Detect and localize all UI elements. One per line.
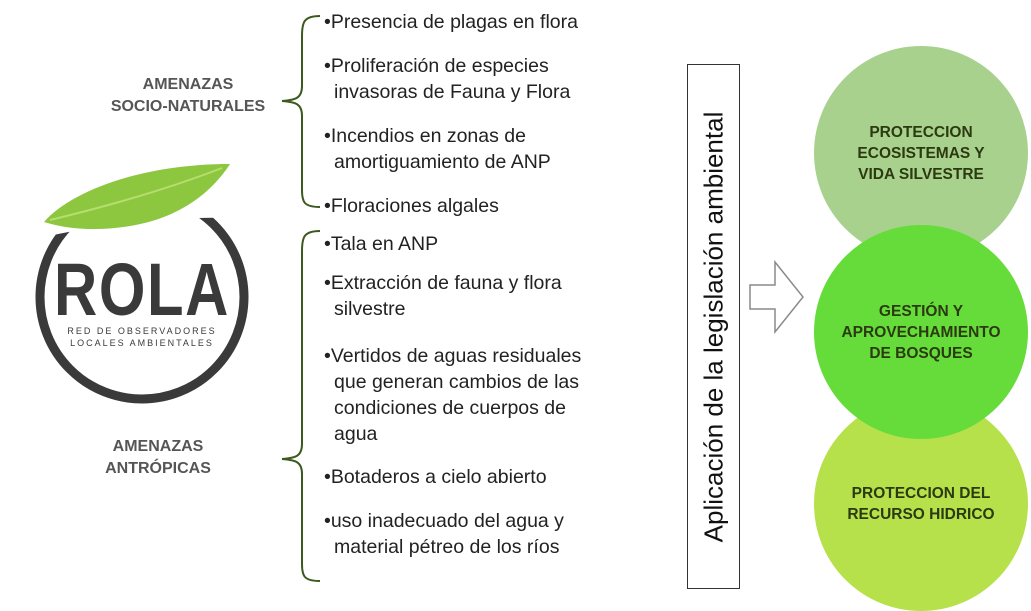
logo-name: ROLA <box>54 248 230 331</box>
category-line: AMENAZAS <box>142 76 234 93</box>
item-line: •Tala en ANP <box>324 233 439 255</box>
item-plagas: •Presencia de plagas en flora <box>324 9 578 35</box>
item-floraciones: •Floraciones algales <box>324 193 499 219</box>
item-line: que generan cambios de las <box>334 371 579 393</box>
item-line: •uso inadecuado del agua y <box>324 510 564 532</box>
outcome-line: RECURSO HIDRICO <box>847 506 995 523</box>
item-line: •Floraciones algales <box>324 195 499 217</box>
outcome-circle-ecosistemas: PROTECCION ECOSISTEMAS Y VIDA SILVESTRE <box>814 46 1028 260</box>
item-vertidos: •Vertidos de aguas residuales que genera… <box>324 343 581 447</box>
item-tala: •Tala en ANP <box>324 231 438 257</box>
logo-graphic: ROLA RED DE OBSERVADORES LOCALES AMBIENT… <box>30 164 249 404</box>
item-line: •Botaderos a cielo abierto <box>324 466 547 488</box>
outcome-line: GESTIÓN Y <box>878 302 964 320</box>
item-especies-invasoras: •Proliferación de especies invasoras de … <box>324 53 570 105</box>
arrow-icon <box>749 259 804 335</box>
bracket-top <box>281 15 321 208</box>
logo-tagline-2: LOCALES AMBIENTALES <box>70 338 214 348</box>
item-line: •Incendios en zonas de <box>324 125 526 147</box>
logo-tagline-1: RED DE OBSERVADORES <box>67 326 216 336</box>
item-line: •Proliferación de especies <box>324 55 549 77</box>
outcome-line: DE BOSQUES <box>869 344 973 362</box>
outcome-line: APROVECHAMIENTO <box>841 323 1001 341</box>
legislation-label: Aplicación de la legislación ambiental <box>698 111 728 542</box>
outcome-circle-bosques: GESTIÓN Y APROVECHAMIENTO DE BOSQUES <box>814 225 1028 439</box>
item-incendios: •Incendios en zonas de amortiguamiento d… <box>324 123 551 175</box>
item-uso-agua: •uso inadecuado del agua y material pétr… <box>324 508 564 560</box>
category-socio-naturales: AMENAZAS SOCIO-NATURALES <box>108 74 268 118</box>
item-extraccion: •Extracción de fauna y flora silvestre <box>324 270 562 322</box>
item-line: •Presencia de plagas en flora <box>324 11 578 33</box>
outcome-line: PROTECCION DEL <box>851 485 991 502</box>
item-line: invasoras de Fauna y Flora <box>334 81 571 103</box>
outcome-line: VIDA SILVESTRE <box>858 165 984 183</box>
legislation-box: Aplicación de la legislación ambiental <box>687 64 740 589</box>
outcome-line: ECOSISTEMAS Y <box>857 144 985 162</box>
outcome-line: PROTECCION <box>869 123 973 141</box>
bracket-bottom <box>281 230 321 582</box>
item-line: •Vertidos de aguas residuales <box>324 345 582 367</box>
rola-logo: ROLA RED DE OBSERVADORES LOCALES AMBIENT… <box>30 152 252 410</box>
category-line: SOCIO-NATURALES <box>110 98 266 115</box>
category-line: AMENAZAS <box>112 438 204 455</box>
item-line: •Extracción de fauna y flora <box>324 272 562 294</box>
category-antropicas: AMENAZAS ANTRÓPICAS <box>78 436 238 480</box>
item-line: silvestre <box>334 298 406 320</box>
item-line: condiciones de cuerpos de <box>334 397 566 419</box>
item-line: agua <box>334 423 378 445</box>
item-line: amortiguamiento de ANP <box>334 151 551 173</box>
category-line: ANTRÓPICAS <box>105 460 211 477</box>
item-botaderos: •Botaderos a cielo abierto <box>324 464 547 490</box>
item-line: material pétreo de los ríos <box>334 536 560 558</box>
